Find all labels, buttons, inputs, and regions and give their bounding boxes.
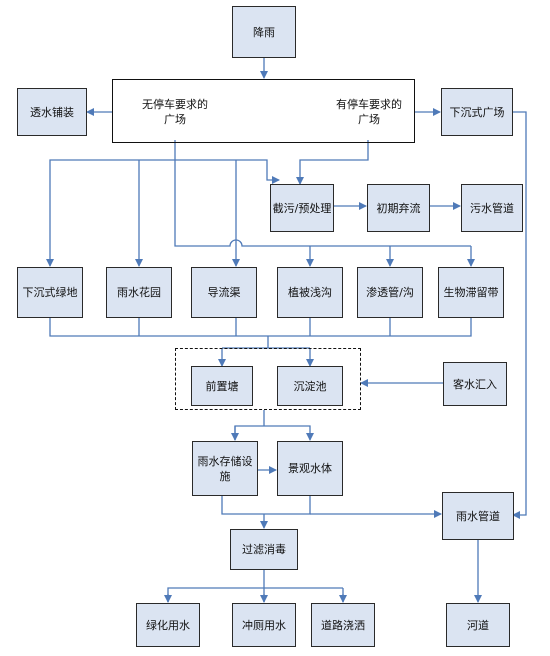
node-parking-square: 有停车要求的广场 [336, 98, 402, 126]
edge-parking-pretreat [296, 140, 369, 185]
edge-filter-reuse [167, 570, 344, 602]
node-pollution-pretreatment: 截污/预处理 [270, 184, 334, 232]
node-sunken-square: 下沉式广场 [441, 88, 513, 136]
edge-sunken-stormpipe [512, 111, 527, 519]
node-sunken-greenbelt: 下沉式绿地 [17, 267, 83, 318]
node-greening-water: 绿化用水 [136, 603, 200, 647]
node-no-parking-square: 无停车要求的广场 [142, 98, 208, 126]
treatment-frame [175, 348, 361, 410]
node-infiltration-pipe: 渗透管/沟 [357, 267, 423, 318]
node-bioretention-strip: 生物滞留带 [438, 267, 504, 318]
edge-frame-down [234, 410, 310, 440]
node-sewage-pipe: 污水管道 [461, 184, 523, 232]
node-rainfall: 降雨 [232, 6, 296, 58]
edge-facilities-collector [49, 318, 472, 337]
squares-frame [112, 79, 415, 143]
node-rain-storage: 雨水存储设施 [192, 441, 258, 496]
node-diversion-channel: 导流渠 [191, 267, 257, 318]
node-rain-garden: 雨水花园 [106, 267, 172, 318]
edge-to-filter-pipe [221, 496, 311, 528]
edge-noparking-distribution [174, 140, 471, 247]
node-sedimentation-pond: 沉淀池 [277, 366, 343, 406]
node-vegetated-swale: 植被浅沟 [277, 267, 343, 318]
node-road-watering: 道路浇洒 [311, 603, 375, 647]
node-guest-water-inflow: 客水汇入 [443, 362, 507, 406]
node-landscape-water: 景观水体 [277, 441, 343, 496]
node-forebay: 前置塘 [191, 366, 253, 406]
node-initial-discharge: 初期弃流 [367, 184, 430, 232]
edge-noparking-pretreat [175, 159, 280, 184]
node-river: 河道 [446, 603, 510, 647]
node-permeable-paving: 透水铺装 [17, 88, 87, 136]
node-storm-pipe: 雨水管道 [442, 492, 514, 540]
node-toilet-water: 冲厕用水 [232, 603, 296, 647]
node-filter-disinfect: 过滤消毒 [230, 529, 298, 570]
edge-dist-sunkengreen [46, 159, 175, 267]
